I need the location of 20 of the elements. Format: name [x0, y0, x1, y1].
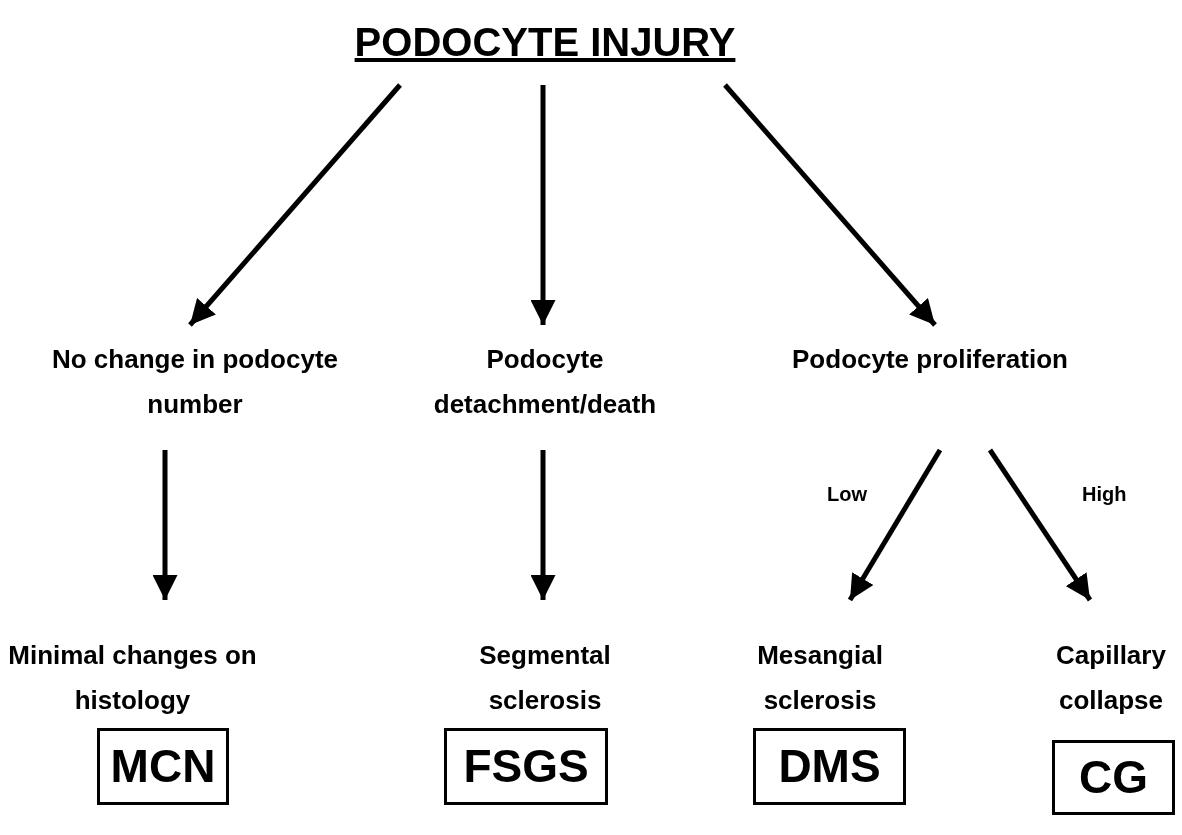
histology-text: Mesangial sclerosis: [756, 639, 884, 717]
arrow: [188, 83, 402, 327]
diagnosis-box: CG: [1052, 740, 1175, 815]
histology-text: Capillary collapse: [1055, 639, 1167, 717]
diagnosis-box: MCN: [97, 728, 229, 805]
outcome-text: Podocyte detachment/death: [432, 343, 658, 421]
arrow: [723, 83, 937, 327]
histology-text: Minimal changes on histology: [7, 639, 258, 717]
diagnosis-box: DMS: [753, 728, 906, 805]
arrow: [530, 450, 556, 600]
outcome-text: Podocyte proliferation: [792, 343, 1068, 376]
arrow: [987, 448, 1093, 602]
heading: PODOCYTE INJURY: [354, 19, 736, 66]
arrow: [152, 450, 178, 600]
edge-label: High: [1080, 483, 1129, 506]
diagnosis-box: FSGS: [444, 728, 608, 805]
histology-text: Segmental sclerosis: [478, 639, 612, 717]
outcome-text: No change in podocyte number: [51, 343, 339, 421]
arrow: [530, 85, 556, 325]
arrow: [847, 448, 943, 602]
